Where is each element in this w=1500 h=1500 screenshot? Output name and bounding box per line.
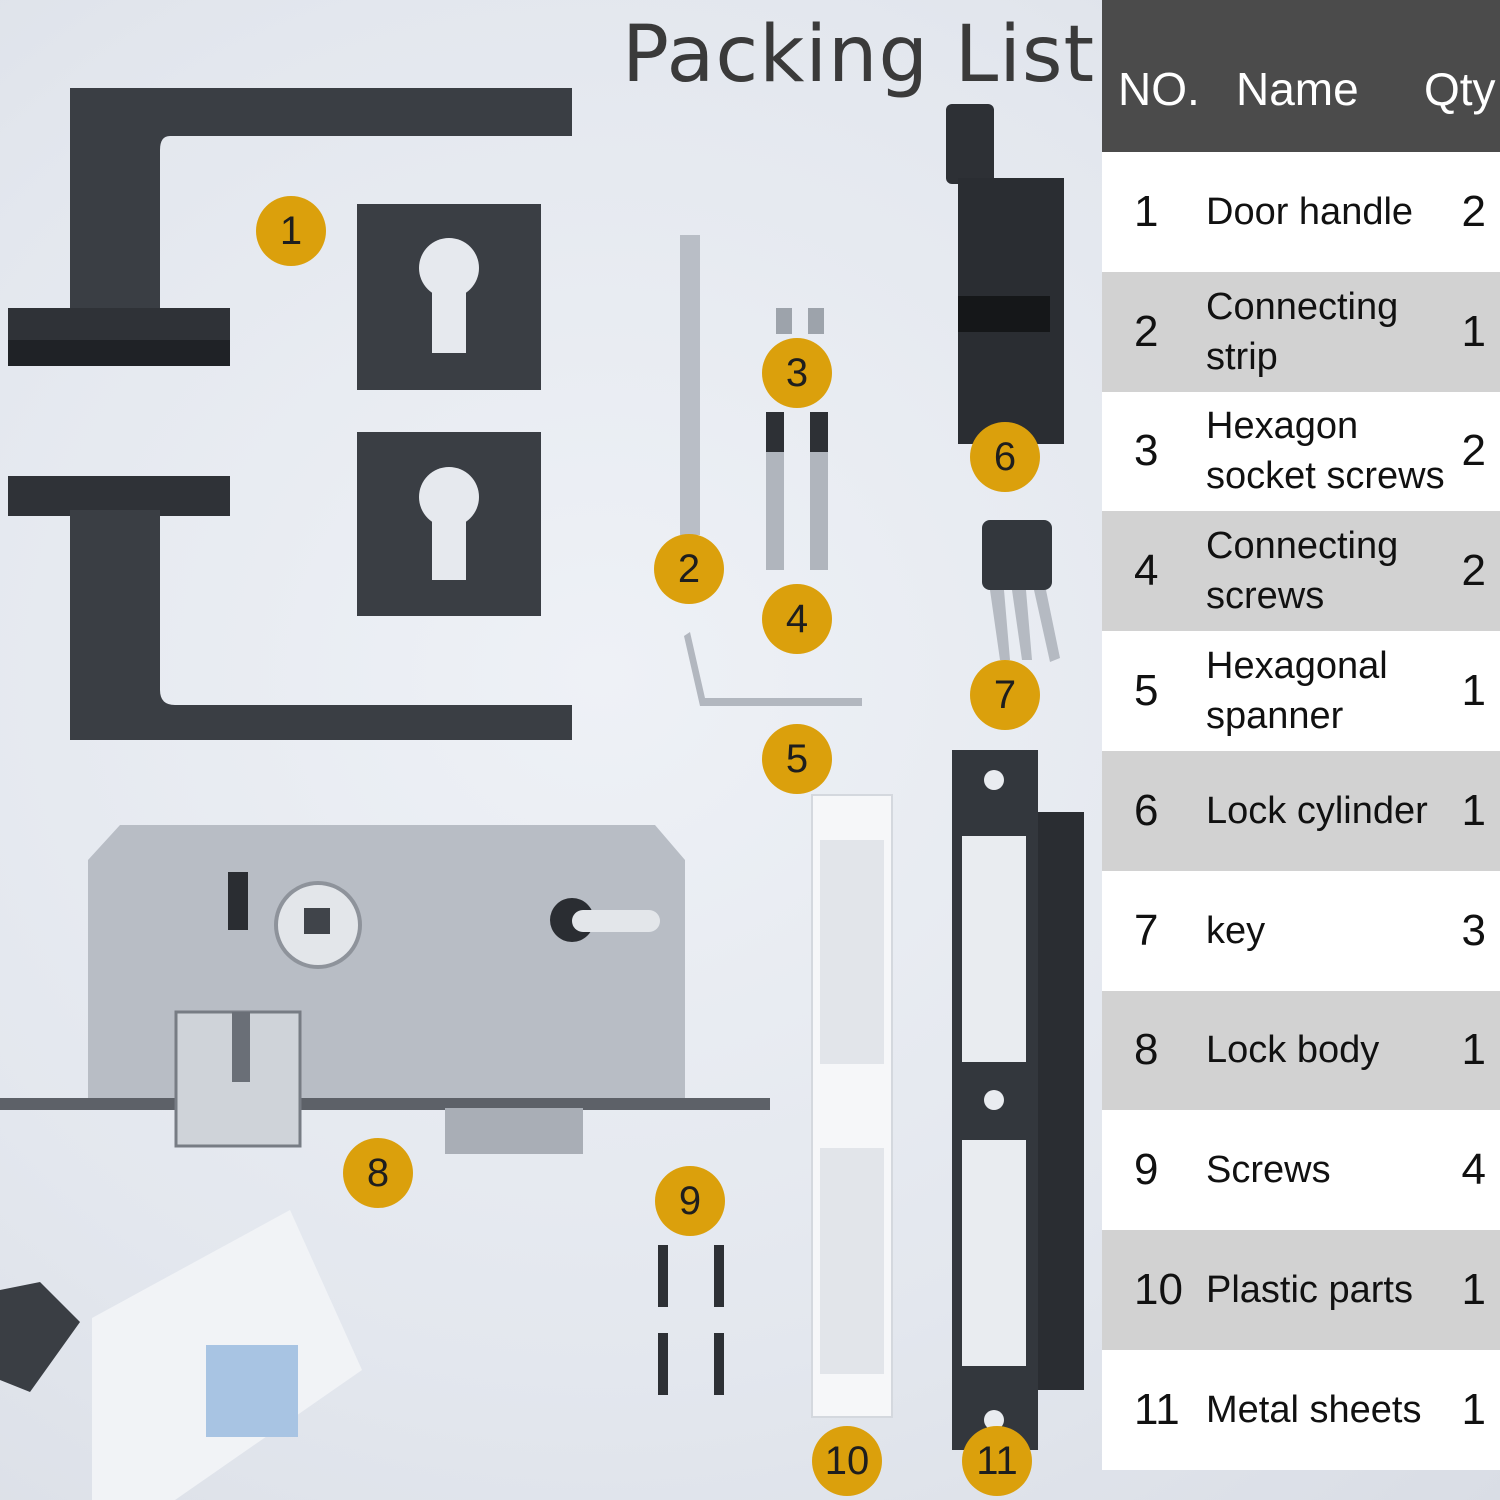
row-no: 8 (1134, 1025, 1159, 1075)
connecting-screws (766, 412, 828, 570)
badge-10: 10 (812, 1426, 882, 1496)
door-handle-top (8, 88, 572, 366)
escutcheon-top (357, 204, 541, 390)
row-name: Screws (1206, 1149, 1331, 1192)
badge-4: 4 (762, 584, 832, 654)
row-qty: 1 (1461, 1384, 1486, 1434)
door-handle-bottom (8, 476, 572, 740)
badge-2: 2 (654, 534, 724, 604)
row-name: Hexagon socket screws (1206, 405, 1445, 498)
table-header: NO. Name Qty (1102, 0, 1500, 152)
badge-9: 9 (655, 1166, 725, 1236)
row-qty: 4 (1461, 1145, 1486, 1195)
row-name: Connecting screws (1206, 525, 1399, 618)
row-no: 9 (1134, 1145, 1159, 1195)
row-no: 1 (1134, 186, 1159, 236)
decor-cubes (0, 1210, 362, 1500)
badge-1: 1 (256, 196, 326, 266)
row-name: Connecting strip (1206, 285, 1399, 378)
badge-6: 6 (970, 422, 1040, 492)
table-row: 6 Lock cylinder 1 (1102, 750, 1500, 871)
row-no: 2 (1134, 306, 1159, 356)
row-qty: 1 (1461, 785, 1486, 835)
table-row: 1 Door handle 2 (1102, 152, 1500, 272)
badge-8: 8 (343, 1138, 413, 1208)
row-qty: 2 (1461, 186, 1486, 236)
table-row: 5 Hexagonal spanner 1 (1102, 631, 1500, 751)
row-qty: 3 (1461, 905, 1486, 955)
badge-11: 11 (962, 1426, 1032, 1496)
row-name: Plastic parts (1206, 1269, 1413, 1312)
metal-sheet (952, 750, 1084, 1450)
row-no: 11 (1134, 1384, 1180, 1434)
keys (982, 520, 1060, 662)
row-no: 5 (1134, 666, 1159, 716)
table-row: 10 Plastic parts 1 (1102, 1230, 1500, 1350)
table-row: 2 Connecting strip 1 (1102, 271, 1500, 392)
wood-screws (658, 1245, 724, 1395)
page-title: Packing List (622, 10, 1096, 100)
table-row: 11 Metal sheets 1 (1102, 1349, 1500, 1470)
badge-5: 5 (762, 724, 832, 794)
table-row: 9 Screws 4 (1102, 1110, 1500, 1231)
table-row: 4 Connecting screws 2 (1102, 511, 1500, 632)
row-no: 3 (1134, 426, 1159, 476)
row-qty: 1 (1461, 306, 1486, 356)
parts-illustration (0, 88, 1084, 1500)
row-no: 4 (1134, 546, 1159, 596)
header-name: Name (1236, 63, 1359, 115)
lock-body (0, 825, 770, 1154)
hex-spanner (684, 632, 862, 706)
row-qty: 2 (1461, 546, 1486, 596)
row-qty: 1 (1461, 1265, 1486, 1315)
header-qty: Qty (1424, 63, 1496, 115)
row-qty: 1 (1461, 666, 1486, 716)
badge-7: 7 (970, 660, 1040, 730)
lock-cylinder (946, 104, 1064, 444)
row-no: 10 (1134, 1265, 1183, 1315)
plastic-part (811, 794, 893, 1418)
product-photo: Packing List 1 2 3 4 5 6 7 8 9 10 11 (0, 10, 1096, 1500)
badge-3: 3 (762, 338, 832, 408)
table-row: 3 Hexagon socket screws 2 (1102, 391, 1500, 512)
row-qty: 1 (1461, 1025, 1486, 1075)
header-no: NO. (1118, 63, 1200, 115)
row-name: Metal sheets (1206, 1388, 1422, 1431)
table-row: 7 key 3 (1102, 870, 1500, 991)
row-name: Lock cylinder (1206, 789, 1428, 832)
connecting-strip (680, 235, 700, 535)
hex-socket-screws (776, 308, 824, 334)
row-name: Hexagonal spanner (1206, 645, 1388, 738)
row-name: key (1206, 909, 1266, 952)
row-name: Lock body (1206, 1029, 1380, 1072)
escutcheon-bottom (357, 432, 541, 616)
table-row: 8 Lock body 1 (1102, 990, 1500, 1111)
row-no: 7 (1134, 905, 1159, 955)
row-qty: 2 (1461, 426, 1486, 476)
row-name: Door handle (1206, 190, 1414, 233)
row-no: 6 (1134, 785, 1159, 835)
